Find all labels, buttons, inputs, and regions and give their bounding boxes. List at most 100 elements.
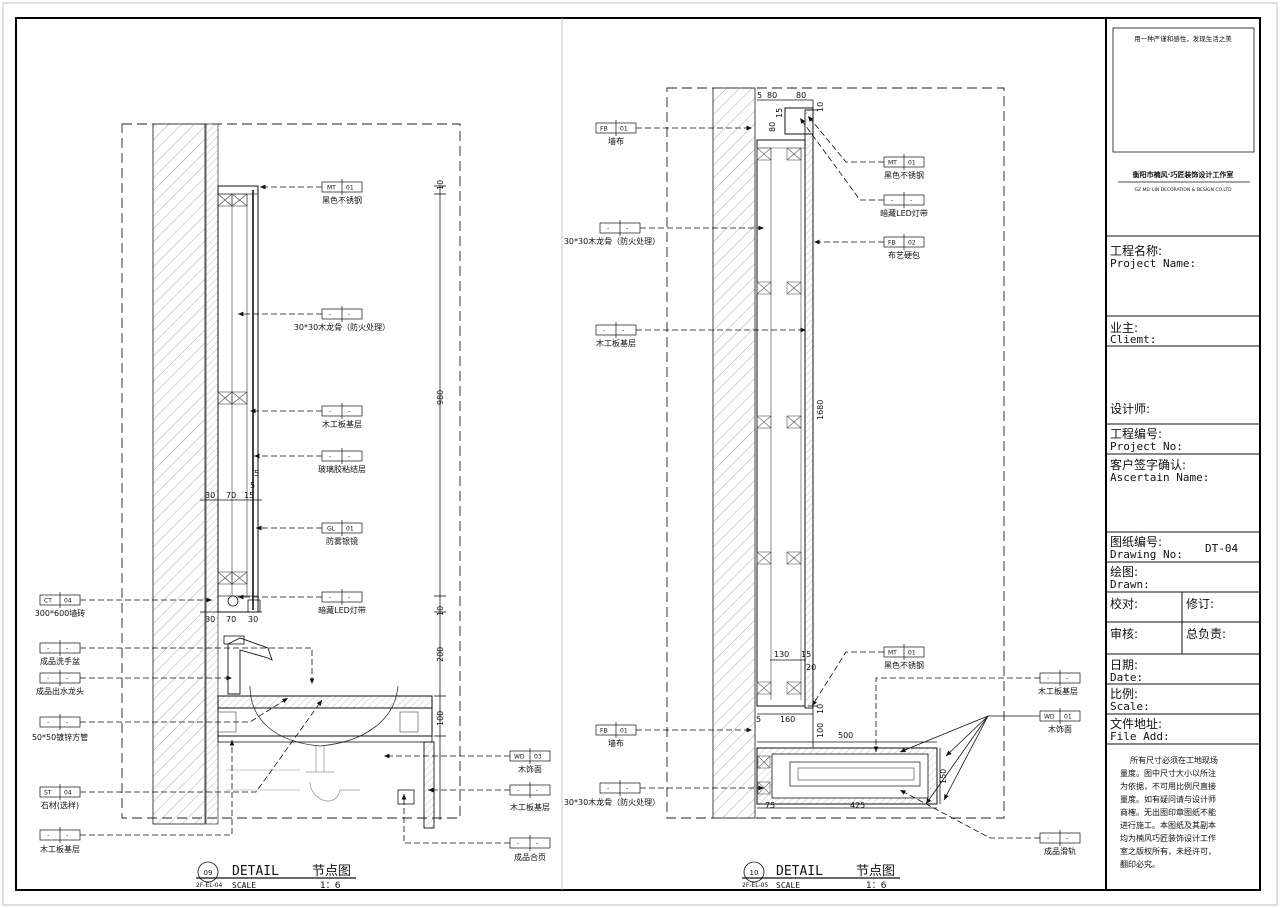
- date-label-en: Date:: [1110, 671, 1143, 684]
- title-block-grid: [1106, 235, 1260, 745]
- tag-timber-keel: -- 30*30木龙骨（防火处理）: [294, 306, 390, 332]
- scale-label-en: Scale:: [1110, 700, 1150, 713]
- left-detail-title: 09 2F-EL-04 DETAIL 节点图 SCALE 1：6: [196, 861, 356, 891]
- svg-text:成品合页: 成品合页: [514, 852, 546, 862]
- svg-text:布艺硬包: 布艺硬包: [888, 250, 920, 260]
- svg-text:FB: FB: [888, 240, 896, 247]
- svg-text:暗藏LED灯带: 暗藏LED灯带: [880, 208, 928, 218]
- tag-blockboard-base-3: -- 木工板基层: [509, 782, 551, 812]
- svg-text:-: -: [348, 312, 350, 319]
- scale-label-cn: 比例:: [1110, 687, 1138, 701]
- svg-text:WD: WD: [514, 754, 525, 761]
- svg-text:-: -: [47, 676, 49, 683]
- dimensions: [200, 185, 446, 820]
- dim-10-bottom: 10: [436, 606, 445, 616]
- svg-text:01: 01: [620, 728, 628, 735]
- note-line-3: 为依据，不可用比例尺直接: [1120, 781, 1216, 791]
- wash-basin: [249, 685, 399, 747]
- dim-80-side: 80: [768, 122, 777, 132]
- stone-countertop: [217, 695, 433, 709]
- svg-text:-: -: [607, 786, 609, 793]
- svg-text:-: -: [910, 198, 912, 205]
- dim-160: 160: [780, 715, 795, 724]
- company-name-en: GZ MEI LIN DECORATION & DESIGN CO.LTD: [1135, 187, 1232, 193]
- svg-text:-: -: [626, 226, 628, 233]
- review-label: 审核:: [1110, 626, 1138, 641]
- svg-text:-: -: [47, 833, 49, 840]
- svg-text:黑色不锈钢: 黑色不锈钢: [884, 170, 924, 180]
- upholstered-panel: [756, 139, 806, 707]
- dim-70-a: 70: [226, 491, 236, 500]
- svg-text:WD: WD: [1044, 714, 1055, 721]
- svg-text:-: -: [517, 841, 519, 848]
- faucet: [227, 637, 273, 695]
- scale-value: 1：6: [866, 881, 887, 891]
- svg-text:GL: GL: [327, 526, 336, 533]
- logo-box: [1112, 27, 1255, 153]
- svg-text:01: 01: [1064, 714, 1072, 721]
- dim-10-low: 10: [816, 704, 825, 714]
- drawer-slide: [789, 761, 921, 787]
- svg-text:-: -: [329, 454, 331, 461]
- detail-boundary: [666, 87, 1005, 819]
- tag-faucet: -- 成品出水龙头: [36, 670, 84, 696]
- svg-text:-: -: [47, 646, 49, 653]
- client-label-en: Cliemt:: [1110, 333, 1156, 346]
- dim-500: 500: [838, 731, 853, 740]
- detail-cn: 节点图: [856, 864, 895, 879]
- dimension-labels: 10 980 10 200 100 5 5 30 70 15 30 70 30: [205, 180, 445, 726]
- svg-text:-: -: [329, 595, 331, 602]
- tag-drawer-slide: -- 成品滑轨: [1039, 830, 1081, 856]
- file-label-en: File Add:: [1110, 730, 1170, 743]
- svg-text:暗藏LED灯带: 暗藏LED灯带: [318, 605, 366, 615]
- dim-5b: 5: [250, 481, 255, 490]
- dim-30-b: 30: [205, 615, 215, 624]
- title-block-labels: 工程名称: Project Name: 业主: Cliemt: 设计师: 工程编…: [1110, 243, 1238, 743]
- concrete-wall: [712, 87, 756, 819]
- svg-text:-: -: [536, 788, 538, 795]
- construction-notes: 所有尺寸必须在工地现场 量度。图中尺寸大小以所注 为依据，不可用比例尺直接 量度…: [1120, 755, 1218, 869]
- svg-text:-: -: [626, 786, 628, 793]
- svg-text:300*600墙砖: 300*600墙砖: [35, 608, 86, 618]
- svg-text:木饰面: 木饰面: [1048, 724, 1072, 734]
- svg-text:03: 03: [534, 754, 542, 761]
- dim-5a: 5: [254, 469, 259, 478]
- svg-text:-: -: [348, 595, 350, 602]
- svg-text:-: -: [603, 328, 605, 335]
- svg-text:木工板基层: 木工板基层: [40, 844, 80, 854]
- note-line-2: 量度。图中尺寸大小以所注: [1120, 768, 1216, 778]
- company-name-cn: 衡阳市楠风·巧匠装饰设计工作室: [1132, 170, 1234, 179]
- svg-text:MT: MT: [327, 185, 336, 192]
- chief-label: 总负责:: [1186, 627, 1226, 641]
- svg-text:石材(选样): 石材(选样): [41, 800, 79, 810]
- tag-glass-glue: -- 玻璃胶粘结层: [318, 448, 366, 474]
- drawing-no-label-en: Drawing No:: [1110, 548, 1183, 561]
- dim-30-c: 30: [248, 615, 258, 624]
- svg-text:01: 01: [620, 126, 628, 133]
- concrete-wall: [152, 123, 206, 825]
- svg-text:-: -: [66, 720, 68, 727]
- detail-ref: 2F-EL-05: [742, 882, 768, 889]
- tag-steel-tube: -- 50*50镀锌方管: [32, 714, 88, 742]
- detail-word: DETAIL: [776, 864, 823, 879]
- dim-5-low: 5: [756, 715, 761, 724]
- dim-20: 20: [806, 663, 816, 672]
- svg-text:-: -: [47, 720, 49, 727]
- slogan: 用一种严谨和感性，发现生活之美: [1134, 34, 1232, 43]
- svg-text:木工板基层: 木工板基层: [510, 802, 550, 812]
- drawn-label-en: Drawn:: [1110, 578, 1150, 591]
- svg-text:防雾银镜: 防雾银镜: [326, 536, 358, 546]
- led-strip: [227, 595, 239, 607]
- date-label-cn: 日期:: [1110, 658, 1138, 672]
- dim-70-b: 70: [226, 615, 236, 624]
- svg-text:-: -: [329, 409, 331, 416]
- svg-text:黑色不锈钢: 黑色不锈钢: [322, 195, 362, 205]
- tag-led-strip: - - 暗藏LED灯带: [318, 589, 366, 615]
